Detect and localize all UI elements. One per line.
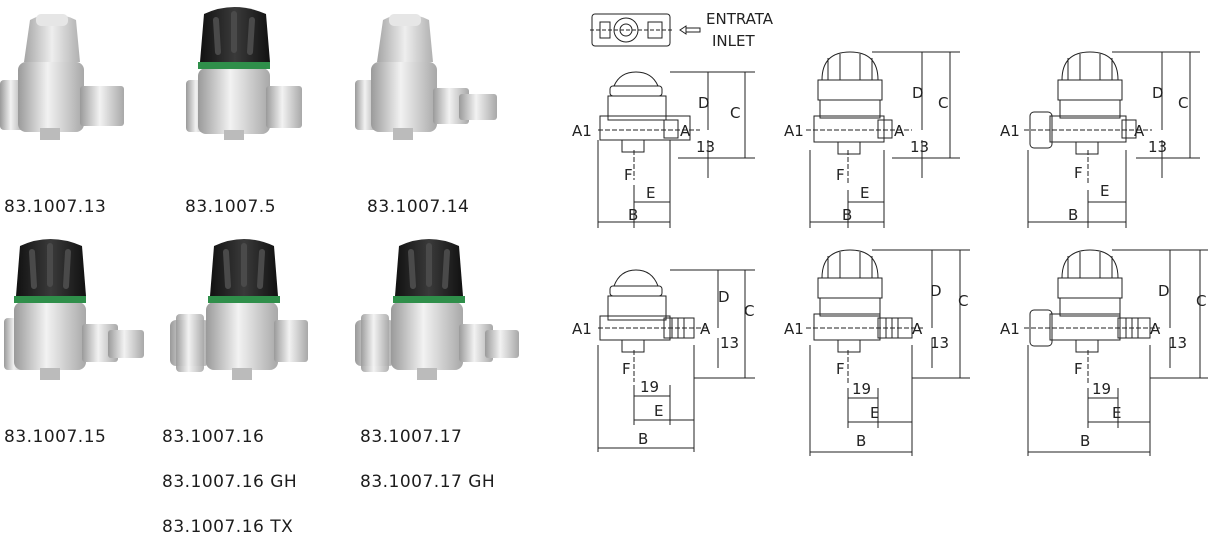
code-line: 83.1007.17 GH [360, 472, 496, 492]
product-code-83-1007-14: 83.1007.14 [367, 170, 469, 230]
drawing-83-1007-17 [1024, 249, 1208, 456]
dim-f: F [622, 360, 631, 378]
dim-d: D [1158, 282, 1170, 300]
dim-c: C [958, 292, 968, 310]
code-line: 83.1007.5 [185, 197, 277, 217]
dim-d: D [718, 288, 730, 306]
drawing-83-1007-14 [1024, 51, 1200, 228]
dim-13: 13 [1148, 138, 1167, 156]
dim-e: E [1112, 404, 1121, 422]
dim-c: C [730, 104, 740, 122]
inlet-top-view [590, 13, 672, 47]
valve-image-83-1007-5 [180, 0, 330, 140]
technical-drawings: ENTRATA INLET A1 A D C 13 F E B A1 A D C… [572, 10, 1208, 456]
dim-d: D [930, 282, 942, 300]
dim-e: E [654, 402, 663, 420]
dim-d: D [1152, 84, 1164, 102]
dim-a: A [894, 122, 905, 140]
inlet-label-en: INLET [712, 32, 755, 50]
valve-image-83-1007-15 [0, 232, 150, 380]
dim-b: B [1068, 206, 1078, 224]
product-code-83-1007-15: 83.1007.15 [4, 400, 106, 460]
dim-c: C [938, 94, 948, 112]
dim-c: C [744, 302, 754, 320]
dim-f: F [1074, 164, 1083, 182]
drawing-83-1007-15 [597, 269, 755, 452]
product-code-83-1007-17: 83.1007.17 83.1007.17 GH [360, 400, 495, 505]
dim-a1: A1 [784, 122, 804, 140]
dim-e: E [1100, 182, 1109, 200]
dim-13: 13 [1168, 334, 1187, 352]
inlet-label-it: ENTRATA [706, 10, 774, 28]
dim-a1: A1 [1000, 122, 1020, 140]
product-code-83-1007-5: 83.1007.5 [185, 170, 276, 230]
code-line: 83.1007.16 GH [162, 472, 298, 492]
valve-image-83-1007-13 [0, 0, 150, 140]
dim-b: B [856, 432, 866, 450]
dim-a: A [912, 320, 923, 338]
dim-a1: A1 [572, 320, 592, 338]
dim-e: E [870, 404, 879, 422]
drawing-83-1007-13 [597, 71, 755, 228]
dim-d: D [698, 94, 710, 112]
product-code-83-1007-13: 83.1007.13 [4, 170, 106, 230]
dim-f: F [1074, 360, 1083, 378]
dim-b: B [638, 430, 648, 448]
drawing-83-1007-5 [806, 51, 960, 228]
dim-e: E [646, 184, 655, 202]
code-line: 83.1007.17 [360, 427, 463, 447]
dim-19: 19 [640, 378, 659, 396]
dim-f: F [624, 166, 633, 184]
inlet-arrow-icon [679, 25, 701, 35]
dim-f: F [836, 166, 845, 184]
dim-19: 19 [852, 380, 871, 398]
dim-c: C [1196, 292, 1206, 310]
dim-13: 13 [930, 334, 949, 352]
dim-c: C [1178, 94, 1188, 112]
dim-19: 19 [1092, 380, 1111, 398]
dim-13: 13 [910, 138, 929, 156]
dim-d: D [912, 84, 924, 102]
code-line: 83.1007.14 [367, 197, 470, 217]
dim-a: A [680, 122, 691, 140]
dim-a: A [700, 320, 711, 338]
valve-image-83-1007-16 [170, 232, 320, 380]
dim-a: A [1150, 320, 1161, 338]
code-line: 83.1007.13 [4, 197, 107, 217]
dim-e: E [860, 184, 869, 202]
code-line: 83.1007.16 TX [162, 517, 294, 537]
valve-image-83-1007-17 [355, 232, 519, 380]
drawing-83-1007-16 [806, 249, 970, 456]
dim-f: F [836, 360, 845, 378]
code-line: 83.1007.16 [162, 427, 265, 447]
product-code-83-1007-16: 83.1007.16 83.1007.16 GH 83.1007.16 TX [162, 400, 297, 550]
dim-a1: A1 [1000, 320, 1020, 338]
code-line: 83.1007.15 [4, 427, 107, 447]
dim-b: B [1080, 432, 1090, 450]
dim-b: B [628, 206, 638, 224]
dim-13: 13 [720, 334, 739, 352]
dim-a1: A1 [784, 320, 804, 338]
dim-13: 13 [696, 138, 715, 156]
dim-a1: A1 [572, 122, 592, 140]
valve-image-83-1007-14 [355, 0, 505, 140]
dim-a: A [1134, 122, 1145, 140]
dim-b: B [842, 206, 852, 224]
